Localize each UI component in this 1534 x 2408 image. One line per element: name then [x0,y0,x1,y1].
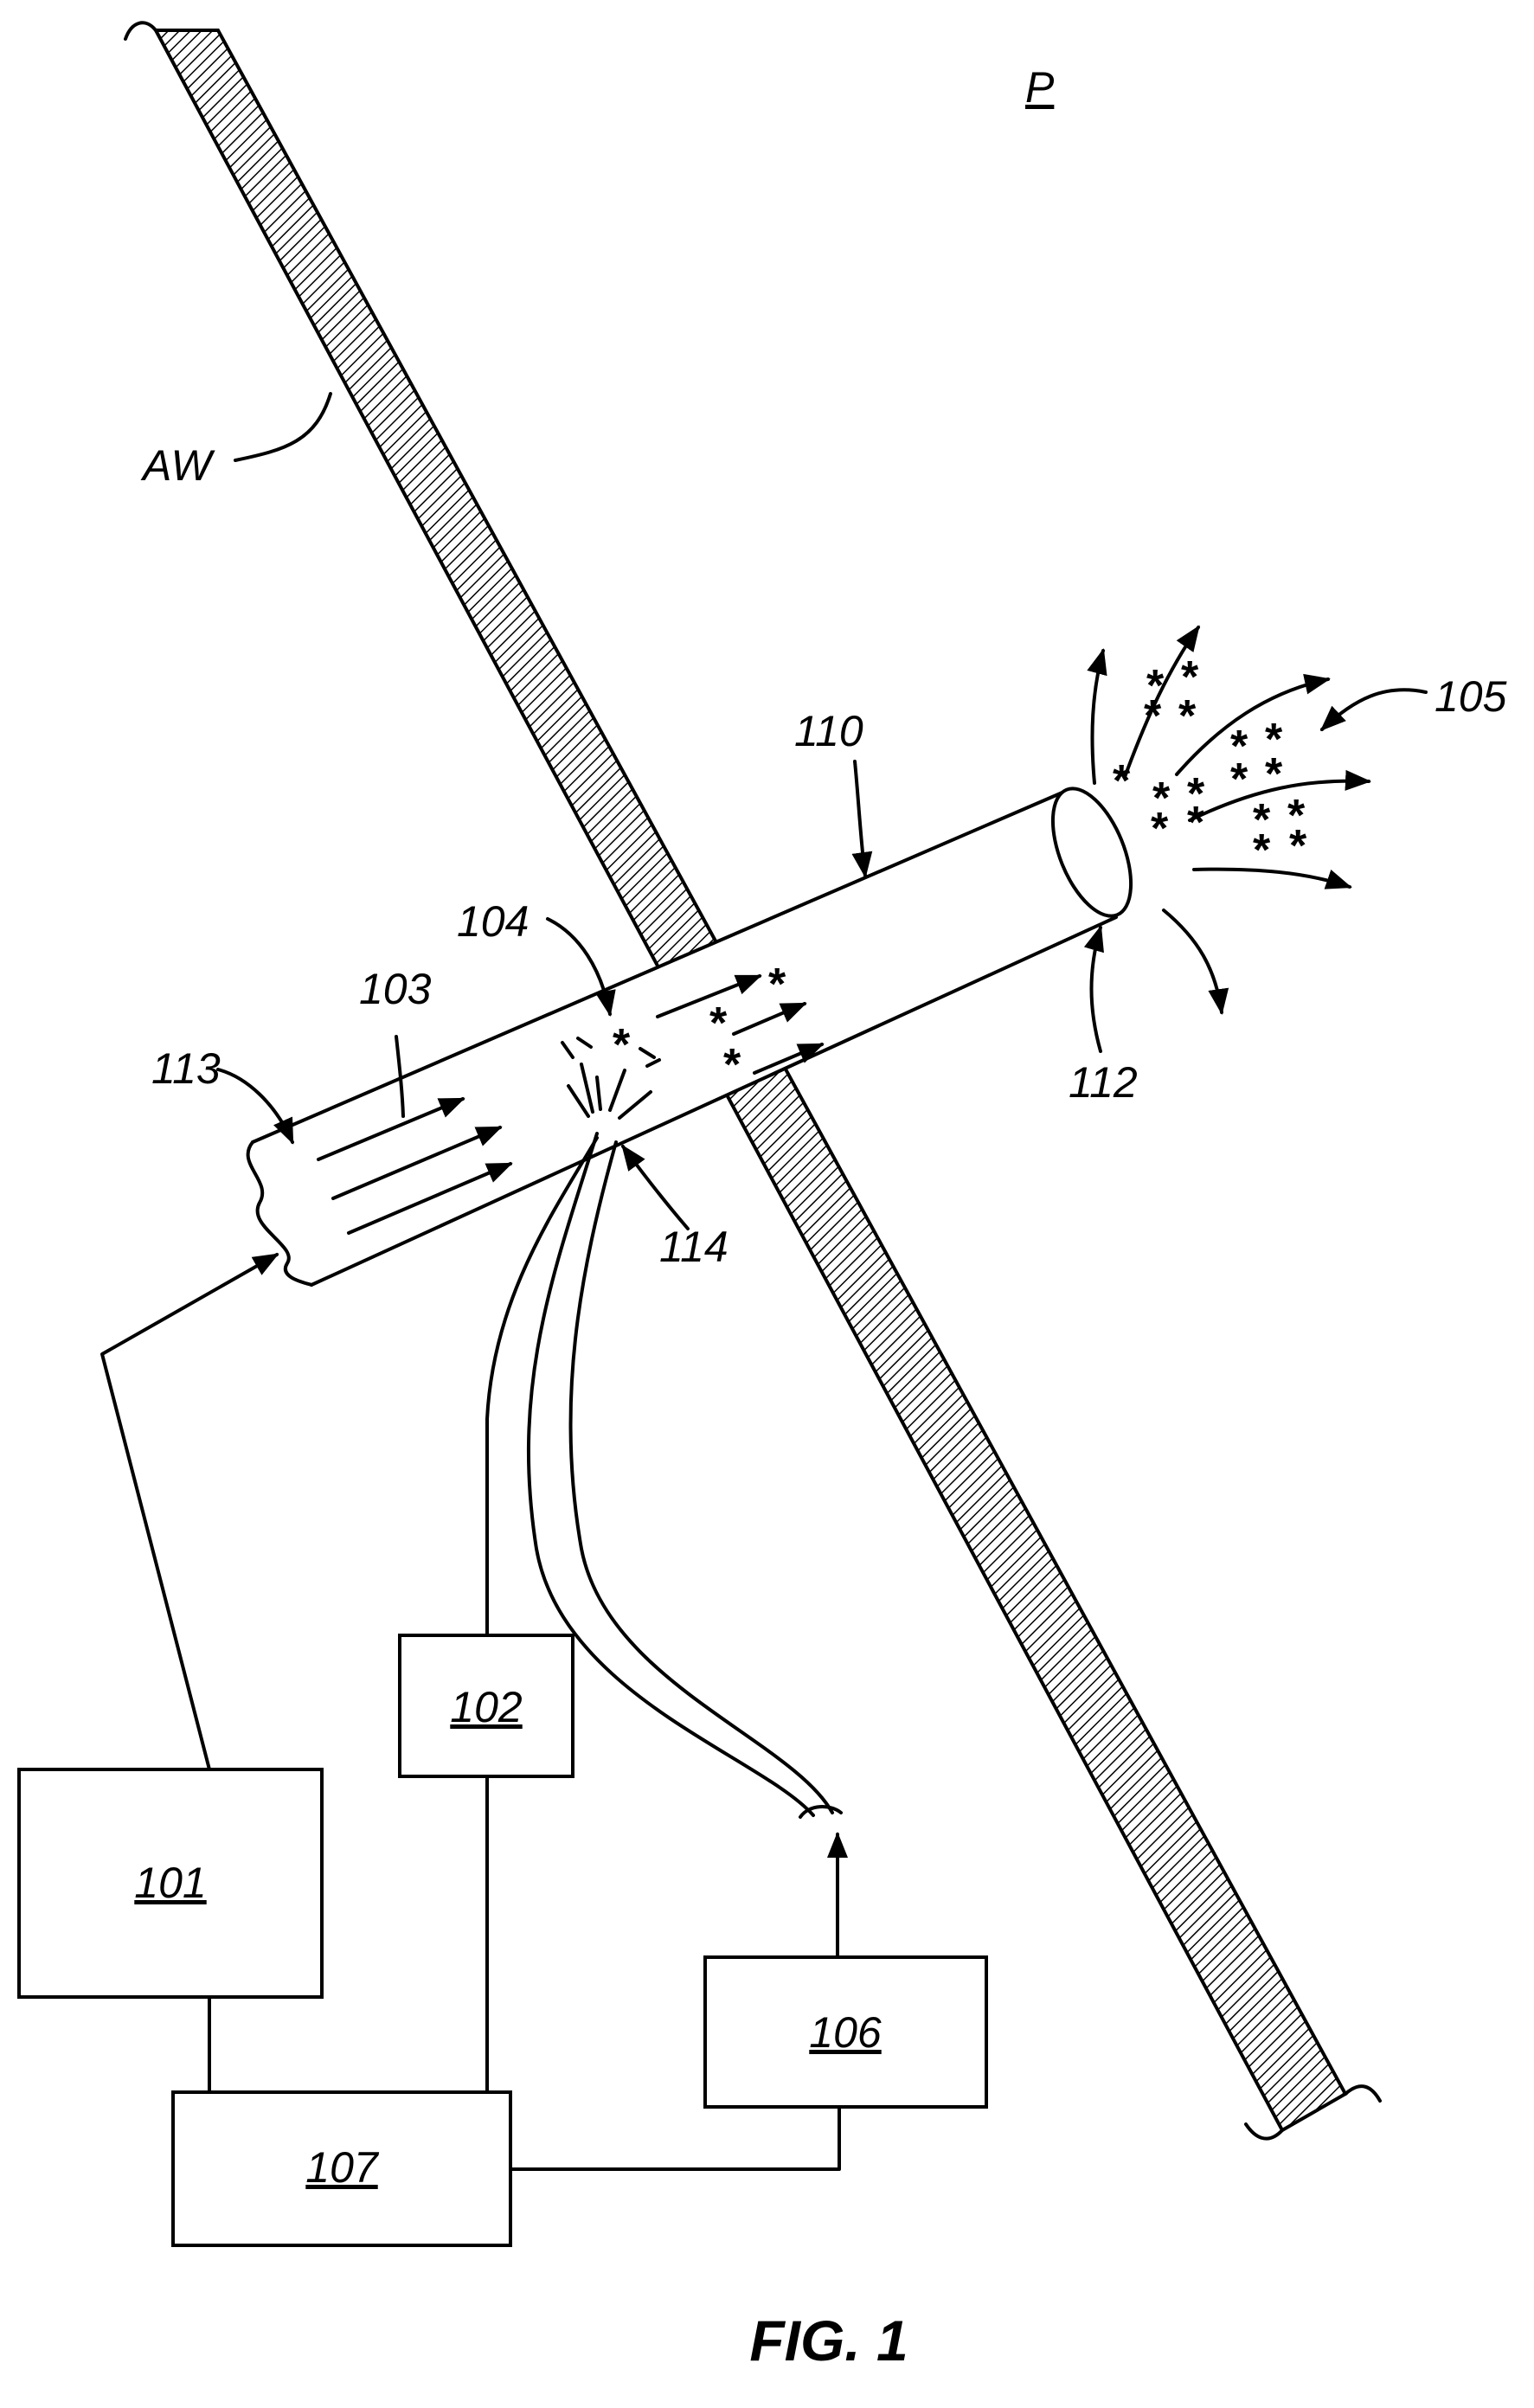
label-airway-wall: AW [140,441,215,490]
particle: * [1144,691,1162,742]
box-102-label: 102 [450,1683,523,1731]
label-112: 112 [1069,1058,1138,1107]
label-region-p: P [1025,63,1055,112]
box-101: 101 [19,1769,322,1997]
box-101-label: 101 [134,1859,206,1907]
label-105: 105 [1435,672,1507,721]
figure-title: FIG. 1 [749,2308,908,2373]
particle: * [1265,749,1283,799]
box-106-label: 106 [809,2008,882,2057]
particle: * [1113,756,1131,806]
label-103: 103 [359,965,432,1013]
particle: * [613,1020,631,1070]
particle: * [1151,804,1169,854]
box-107: 107 [173,2092,510,2245]
particle: * [1187,798,1205,848]
label-104: 104 [457,897,529,946]
tube-110 [248,778,1147,1285]
box-107-label: 107 [305,2143,380,2192]
particle: * [1289,821,1307,871]
label-113: 113 [151,1044,221,1093]
label-114: 114 [659,1223,728,1271]
particle: * [1230,755,1248,805]
label-110: 110 [794,707,863,755]
particle-plume-105 [1092,627,1369,1012]
particle: * [1178,691,1197,742]
box-106: 106 [705,1957,986,2107]
particle: * [1253,825,1271,876]
particle: * [723,1040,741,1090]
box-102: 102 [400,1635,573,1776]
particle: * [768,960,786,1010]
